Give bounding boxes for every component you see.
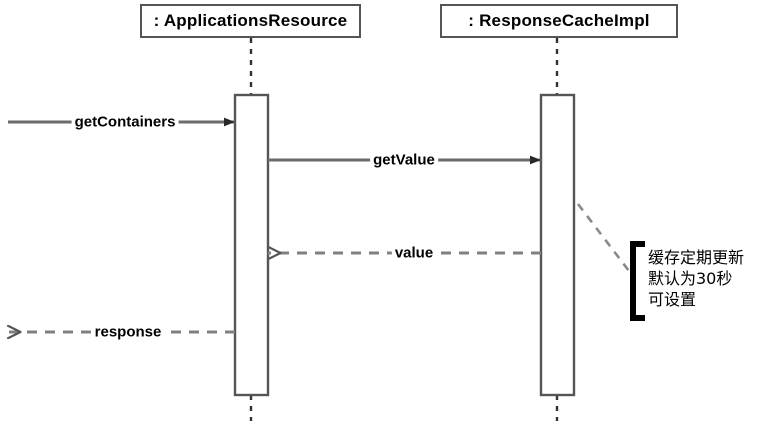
activation-bar-applications-resource — [233, 93, 270, 397]
lifeline-header-label-applications-resource: : ApplicationsResource — [153, 11, 348, 30]
activation-bar-response-cache-impl — [539, 93, 576, 397]
note-bracket-icon — [630, 241, 645, 321]
note-text-block: 缓存定期更新 默认为30秒 可设置 — [648, 247, 744, 310]
lifeline-stems — [249, 38, 559, 421]
note-text-line-2: 默认为30秒 — [648, 269, 733, 288]
message-label-get-containers: getContainers — [71, 114, 179, 130]
note-text-line-3: 可设置 — [648, 290, 697, 309]
message-arrows — [8, 117, 541, 332]
lifeline-header-response-cache-impl[interactable]: : ResponseCacheImpl — [440, 4, 678, 38]
note-graphics — [576, 203, 645, 321]
lifeline-header-applications-resource[interactable]: : ApplicationsResource — [140, 4, 361, 38]
message-label-response-return: response — [91, 324, 165, 340]
lifeline-header-label-response-cache-impl: : ResponseCacheImpl — [468, 11, 650, 30]
message-label-value-return: value — [391, 245, 437, 261]
note-text-line-1: 缓存定期更新 — [648, 248, 745, 267]
message-label-get-value: getValue — [370, 152, 438, 168]
activation-bars — [233, 93, 576, 397]
note-connector-line — [576, 203, 631, 272]
